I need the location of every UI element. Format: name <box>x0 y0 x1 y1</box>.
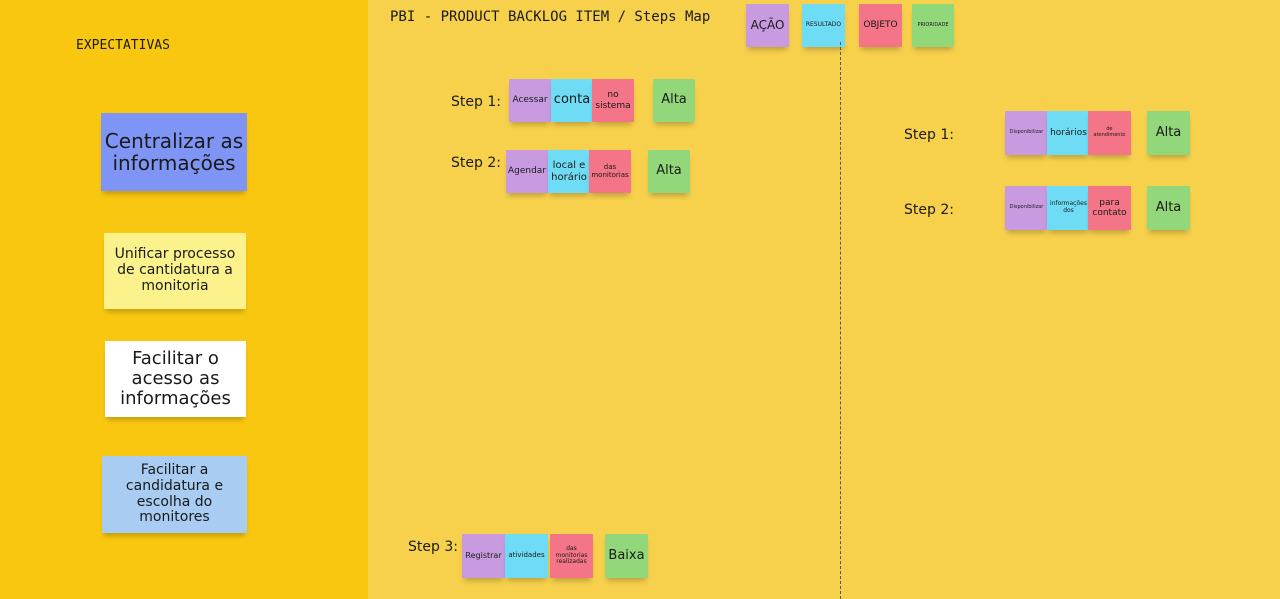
left-step-1-resultado[interactable]: conta <box>551 79 593 122</box>
left-step-2-resultado[interactable]: local e horário <box>548 150 590 193</box>
legend-resultado[interactable]: RESULTADO <box>802 4 845 47</box>
note-text: Alta <box>1155 199 1182 215</box>
expectation-card-candidature[interactable]: Facilitar a candidatura e escolha do mon… <box>102 456 247 533</box>
left-step-1-acao[interactable]: Acessar <box>509 79 551 122</box>
left-step-1-label: Step 1: <box>451 94 501 110</box>
note-text: Registrar <box>465 550 502 560</box>
left-step-3-prioridade[interactable]: Baixa <box>605 534 648 578</box>
note-text: horários <box>1050 127 1087 138</box>
right-step-1-label: Step 1: <box>904 127 954 143</box>
expectation-card-centralize[interactable]: Centralizar as informações <box>101 113 247 191</box>
note-text: informações dos <box>1050 200 1087 214</box>
note-text: Disponibilizar <box>1009 129 1044 136</box>
note-text: Alta <box>656 163 682 179</box>
expectation-card-text: Centralizar as informações <box>104 128 244 175</box>
left-step-2-acao[interactable]: Agendar <box>506 150 548 193</box>
left-step-2-objeto[interactable]: das monitorias <box>589 150 631 193</box>
note-text: atividades <box>508 551 545 560</box>
expectations-title: EXPECTATIVAS <box>76 38 170 53</box>
left-step-2-label: Step 2: <box>451 155 501 171</box>
legend-prioridade-label: PRIORIDADE <box>917 21 949 28</box>
note-text: local e horário <box>551 160 587 183</box>
left-step-3-objeto[interactable]: das monitorias realizadas <box>550 534 593 578</box>
note-text: de atendimento <box>1093 126 1126 138</box>
left-step-3-label: Step 3: <box>408 539 458 555</box>
note-text: das monitorias <box>591 162 629 179</box>
note-text: para contato <box>1092 197 1127 218</box>
right-step-1-prioridade[interactable]: Alta <box>1147 111 1190 155</box>
expectations-panel: EXPECTATIVAS Centralizar as informações … <box>0 0 368 599</box>
left-step-3-resultado[interactable]: atividades <box>505 534 548 578</box>
note-text: Disponibilizar <box>1009 204 1044 211</box>
note-text: no sistema <box>595 90 631 111</box>
left-step-3-acao[interactable]: Registrar <box>462 534 505 578</box>
right-step-2-objeto[interactable]: para contato <box>1088 186 1131 230</box>
right-step-2-prioridade[interactable]: Alta <box>1147 186 1190 230</box>
legend-acao[interactable]: AÇÃO <box>746 4 789 47</box>
expectation-card-access[interactable]: Facilitar o acesso as informações <box>105 341 246 417</box>
expectation-card-unify[interactable]: Unificar processo de cantidatura a monit… <box>104 233 246 309</box>
right-step-1-objeto[interactable]: de atendimento <box>1088 111 1131 155</box>
right-step-2-resultado[interactable]: informações dos <box>1047 186 1090 230</box>
left-step-2-prioridade[interactable]: Alta <box>648 150 690 193</box>
legend-resultado-label: RESULTADO <box>805 21 842 29</box>
note-text: Baixa <box>608 547 645 563</box>
right-step-2-label: Step 2: <box>904 202 954 218</box>
note-text: Agendar <box>507 166 547 177</box>
note-text: das monitorias realizadas <box>555 544 588 566</box>
expectation-card-text: Facilitar o acesso as informações <box>120 347 231 410</box>
expectation-card-text: Facilitar a candidatura e escolha do mon… <box>125 462 224 526</box>
right-step-1-resultado[interactable]: horários <box>1047 111 1090 155</box>
note-text: Alta <box>1155 124 1182 140</box>
board-divider <box>840 42 841 599</box>
note-text: Alta <box>661 92 687 108</box>
left-step-1-prioridade[interactable]: Alta <box>653 79 695 122</box>
left-step-1-objeto[interactable]: no sistema <box>592 79 634 122</box>
expectation-card-text: Unificar processo de cantidatura a monit… <box>114 246 236 294</box>
legend-acao-label: AÇÃO <box>750 17 785 32</box>
legend-objeto[interactable]: OBJETO <box>859 4 902 47</box>
right-step-1-acao[interactable]: Disponibilizar <box>1005 111 1048 155</box>
board-title: PBI - PRODUCT BACKLOG ITEM / Steps Map <box>390 9 711 25</box>
legend-objeto-label: OBJETO <box>863 20 898 31</box>
note-text: conta <box>553 92 591 108</box>
legend-prioridade[interactable]: PRIORIDADE <box>912 4 954 47</box>
right-step-2-acao[interactable]: Disponibilizar <box>1005 186 1048 230</box>
note-text: Acessar <box>512 95 548 106</box>
